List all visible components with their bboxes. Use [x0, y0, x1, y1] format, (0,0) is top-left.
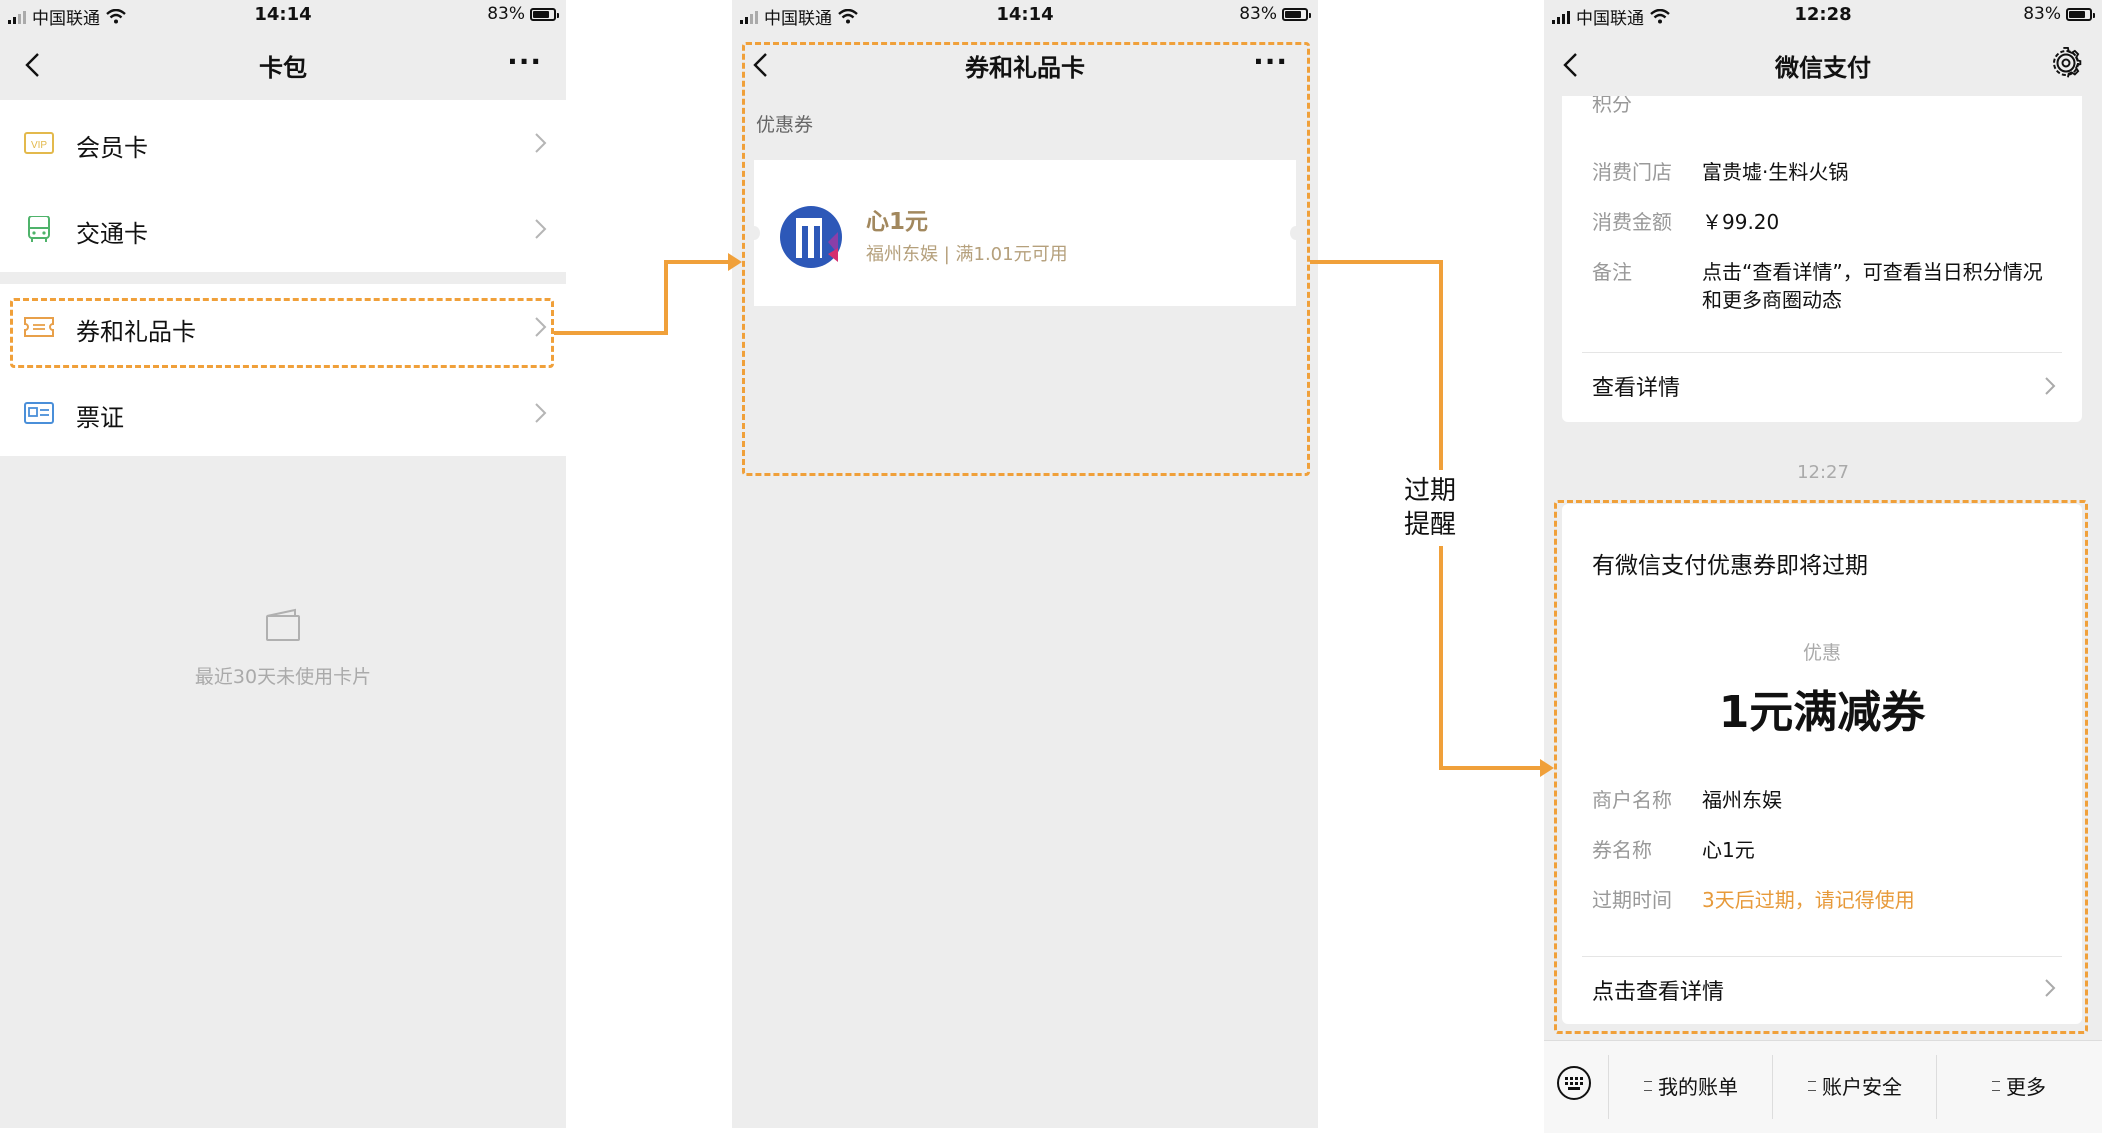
- carrier-name: 中国联通: [764, 9, 832, 29]
- status-time: 14:14: [996, 4, 1054, 25]
- back-icon[interactable]: [746, 50, 776, 80]
- carrier-name: 中国联通: [32, 9, 100, 29]
- id-card-icon: [24, 402, 54, 424]
- back-icon[interactable]: [1556, 50, 1586, 80]
- wifi-icon: [838, 9, 858, 24]
- list-item-label: 券和礼品卡: [76, 318, 196, 346]
- bottom-menu-bar: 我的账单 账户安全 更多: [1544, 1040, 2102, 1133]
- bus-icon: [28, 216, 50, 242]
- battery-icon: [2066, 7, 2095, 21]
- notice-title: 有微信支付优惠券即将过期: [1592, 553, 1868, 579]
- notice-small-label: 优惠: [1802, 642, 1841, 664]
- chevron-right-icon: [535, 219, 547, 239]
- back-icon[interactable]: [18, 50, 48, 80]
- battery-percent: 83%: [2023, 4, 2061, 24]
- chevron-right-icon: [535, 403, 547, 423]
- page-title: 卡包: [259, 54, 307, 82]
- page-title: 券和礼品卡: [965, 54, 1085, 82]
- keyboard-icon[interactable]: [1556, 1065, 1592, 1101]
- status-bar: 中国联通 14:14 83%: [0, 0, 566, 30]
- status-bar: 中国联通 12:28 83%: [1544, 0, 2102, 30]
- more-icon[interactable]: ···: [507, 45, 542, 78]
- card-group-2: 券和礼品卡 票证: [0, 284, 566, 456]
- status-bar: 中国联通 14:14 83%: [732, 0, 1318, 30]
- battery-icon: [1282, 7, 1311, 21]
- chevron-right-icon: [2045, 979, 2056, 997]
- tab-separator: [1608, 1055, 1609, 1119]
- wifi-icon: [1650, 9, 1670, 24]
- signal-icon: [8, 10, 26, 24]
- menu-lines-icon: [1644, 1080, 1652, 1091]
- coupon-notch: [748, 226, 760, 240]
- menu-lines-icon: [1992, 1080, 2000, 1091]
- battery-percent: 83%: [487, 4, 525, 24]
- coupon-subtitle: 福州东娱 | 满1.01元可用: [866, 244, 1068, 265]
- chevron-right-icon: [535, 133, 547, 153]
- ticket-icon: [24, 317, 54, 337]
- coupon-expiry-notice-card[interactable]: 有微信支付优惠券即将过期 优惠 1元满减券 商户名称 福州东娱 券名称 心1元 …: [1562, 504, 2082, 1024]
- divider: [1582, 352, 2062, 353]
- list-item-tickets-certificates[interactable]: 票证: [0, 370, 566, 456]
- transaction-message-card: 积分 消费门店 富贵墟·生料火锅 消费金额 ￥99.20 备注 点击“查看详情”…: [1562, 60, 2082, 422]
- carrier-name: 中国联通: [1576, 9, 1644, 29]
- list-item-label: 票证: [76, 404, 124, 432]
- coupon-card[interactable]: 心1元 福州东娱 | 满1.01元可用: [748, 160, 1302, 306]
- signal-icon: [740, 10, 758, 24]
- more-icon[interactable]: ···: [1253, 45, 1288, 78]
- coupons-gift-cards-screen: 中国联通 14:14 83% 券和礼品卡 ··· 优惠券 心1元 福州东娱 | …: [732, 0, 1318, 1128]
- wechat-pay-chat-screen: 中国联通 12:28 83% 微信支付 积分 消费门店 富贵墟·生料火锅 消费金…: [1544, 0, 2102, 1133]
- tab-account-security[interactable]: 账户安全: [1808, 1071, 1902, 1100]
- battery-percent: 83%: [1239, 4, 1277, 24]
- status-time: 14:14: [254, 4, 312, 25]
- notice-coupon-name: 1元满减券: [1718, 687, 1926, 738]
- section-label-coupons: 优惠券: [756, 114, 814, 136]
- click-view-details-link[interactable]: 点击查看详情: [1592, 980, 1725, 1005]
- arrow-connector: [554, 260, 728, 335]
- divider: [1582, 956, 2062, 957]
- merchant-logo-icon: [780, 206, 842, 268]
- list-item-membership-card[interactable]: VIP 会员卡: [0, 100, 566, 186]
- expiry-warning-text: 3天后过期，请记得使用: [1702, 888, 1915, 912]
- list-item-transit-card[interactable]: 交通卡: [0, 186, 566, 272]
- message-timestamp: 12:27: [1797, 462, 1849, 483]
- empty-card-icon: [266, 608, 300, 641]
- list-item-coupons-gift-cards[interactable]: 券和礼品卡: [0, 284, 566, 370]
- list-item-label: 会员卡: [76, 134, 148, 162]
- nav-bar: 卡包 ···: [0, 30, 566, 98]
- wifi-icon: [106, 9, 126, 24]
- menu-lines-icon: [1808, 1080, 1816, 1091]
- signal-icon: [1552, 10, 1570, 24]
- coupon-title: 心1元: [866, 209, 929, 235]
- nav-bar: 微信支付: [1544, 30, 2102, 96]
- expiry-reminder-annotation: 过期 提醒: [1402, 470, 1459, 546]
- view-details-link[interactable]: 查看详情: [1592, 376, 1681, 401]
- status-time: 12:28: [1794, 4, 1852, 25]
- page-title: 微信支付: [1775, 54, 1871, 82]
- tab-separator: [1772, 1055, 1773, 1119]
- card-group-1: VIP 会员卡 交通卡: [0, 100, 566, 272]
- vip-icon: VIP: [24, 132, 54, 154]
- svg-text:VIP: VIP: [31, 140, 47, 151]
- gear-icon[interactable]: [2050, 47, 2082, 79]
- tab-more[interactable]: 更多: [1992, 1071, 2046, 1100]
- chevron-right-icon: [2045, 377, 2056, 395]
- battery-icon: [530, 7, 559, 21]
- chevron-right-icon: [535, 317, 547, 337]
- list-item-label: 交通卡: [76, 220, 148, 248]
- cut-off-label: 积分: [1592, 92, 1632, 116]
- empty-state-text: 最近30天未使用卡片: [194, 666, 372, 688]
- tab-my-bills[interactable]: 我的账单: [1644, 1071, 1738, 1100]
- nav-bar: 券和礼品卡 ···: [732, 30, 1318, 98]
- card-wallet-screen: 中国联通 14:14 83% 卡包 ··· VIP 会员卡 交通卡 券和礼品卡: [0, 0, 566, 1128]
- coupon-notch: [1290, 226, 1302, 240]
- tab-separator: [1936, 1055, 1937, 1119]
